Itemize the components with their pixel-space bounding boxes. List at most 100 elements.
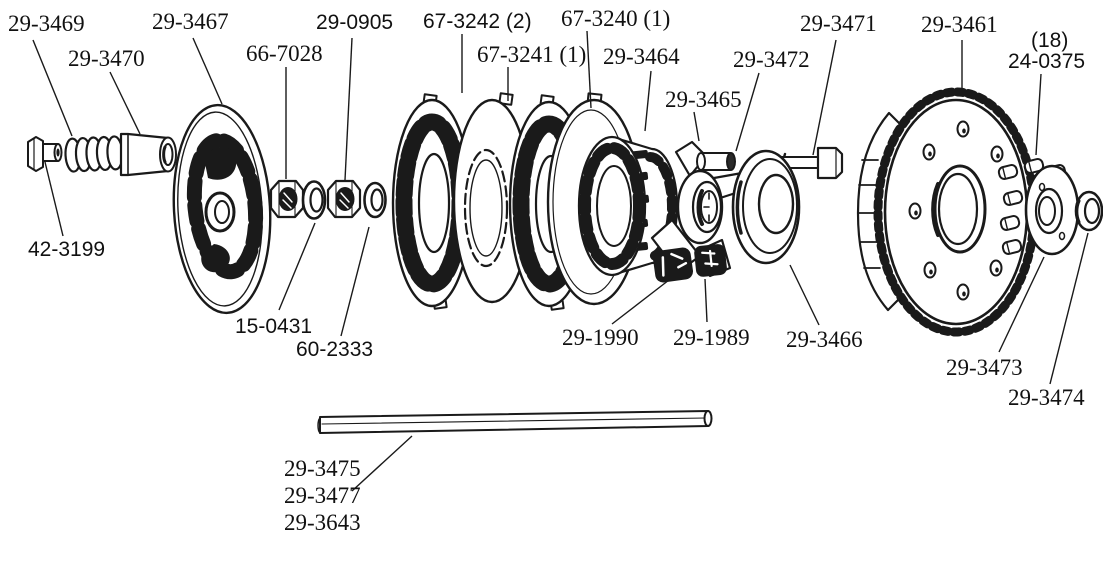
part-label-67-3241: 67-3241 (1) [477,42,586,67]
rubber-drawing-2 [694,244,727,277]
washer-60-2333-drawing [363,181,387,219]
part-label-29-3466: 29-3466 [786,327,863,352]
plate-hole-inner [469,159,503,257]
leader-29-3470 [109,71,141,135]
part-label-29-3467: 29-3467 [152,9,229,34]
nut-29-0905-drawing [326,179,362,219]
part-label-29-3475: 29-3475 [284,456,361,481]
bolt-head [816,146,844,180]
part-label-quantity-18: (18) [1031,29,1068,52]
pin-29-3472-drawing [696,152,736,171]
washer-inner [370,188,384,212]
leader-pushrod [351,435,413,492]
bearing-plate-hole [1038,182,1046,192]
leader-29-3471 [812,39,837,156]
pushrod-center-line [321,417,707,425]
cover-bore [757,173,795,235]
pressure-plate-cam-blob [201,244,230,273]
leader-lines [32,30,1089,492]
pin-left-cap [696,152,706,171]
part-label-29-3471: 29-3471 [800,11,877,36]
hub-center [596,165,632,247]
part-label-67-3242: 67-3242 (2) [423,10,532,33]
nut-thread-highlight [282,192,293,209]
leader-67-3240 [586,30,592,109]
leader-29-1989 [704,278,708,323]
rubber-highlight [701,249,719,267]
pressure-plate-cam-blob [204,146,237,180]
part-label-29-3461: 29-3461 [921,12,998,37]
part-label-29-3474: 29-3474 [1008,385,1085,410]
pin-hex-flange [27,136,44,172]
leader-24-0375 [1035,73,1042,156]
sprocket-bolt-holes [908,120,1004,301]
cover-dish-shade [735,180,743,235]
spider-splines [703,192,710,222]
rubber-highlight [661,252,688,277]
plain-plate-drawing [452,92,532,304]
pin-right-cap [726,152,736,171]
leader-29-3467 [192,37,223,105]
part-label-29-3472: 29-3472 [733,47,810,72]
pushrod-left-cap [317,417,321,434]
ring-shade [1075,199,1081,224]
cup-bore-shade [162,145,167,164]
part-label-29-1989: 29-1989 [673,325,750,350]
part-label-29-3643: 29-3643 [284,510,361,535]
part-label-24-0375: 24-0375 [1008,50,1085,73]
leader-29-3473 [998,256,1045,353]
leader-29-1990 [611,279,670,325]
part-drawings [27,87,1103,434]
plate-center [417,152,451,254]
leader-29-3474 [1049,232,1089,385]
leader-42-3199 [44,161,64,237]
chainwheel-center-inner [937,172,979,246]
part-label-29-3464: 29-3464 [603,44,680,69]
leader-29-3469 [32,39,73,137]
part-label-60-2333: 60-2333 [296,338,373,361]
part-label-29-3470: 29-3470 [68,46,145,71]
nut-thread-highlight [339,192,350,209]
part-label-29-3469: 29-3469 [8,11,85,36]
clutch-hub-drawing [577,135,679,277]
cover-plate-drawing [731,149,801,265]
part-label-29-3477: 29-3477 [284,483,361,508]
nut-bore [278,187,298,211]
pressure-plate-cam-ring [186,132,264,280]
leader-29-3465 [693,111,700,142]
spider-bore-shade [696,189,704,226]
basket-slot-lines [857,159,881,269]
bearing-plate-hole [1058,231,1066,241]
part-label-29-1990: 29-1990 [562,325,639,350]
rollers-drawing [997,158,1067,255]
nut-bore [335,187,355,211]
washer-inner [309,187,324,213]
pressure-plate-center-bore [214,200,230,224]
chainwheel-drawing [873,87,1039,337]
center-hole-shade [931,182,940,237]
part-label-29-0905: 29-0905 [316,11,393,34]
leader-29-3466 [789,264,820,326]
part-label-42-3199: 42-3199 [28,238,105,261]
part-label-29-3465: 29-3465 [665,87,742,112]
washer-15-0431-drawing [301,180,327,220]
pressure-plate-drawing [172,103,272,315]
nut-66-7028-drawing [269,179,305,219]
pushrod-drawing [317,410,713,434]
ring-inner [1083,197,1101,225]
hub-front-castellation [579,142,645,270]
part-label-67-3240: 67-3240 (1) [561,6,670,31]
pushrod-end-cap [703,410,713,427]
part-labels: 29-3469 29-3467 29-0905 67-3242 (2) 67-3… [8,6,1085,535]
rubber-block [652,247,694,283]
bearing-plate-bore [1038,196,1056,226]
leader-29-3464 [644,70,652,132]
rubber-drawing-1 [652,247,694,283]
bearing-plate-drawing [1024,164,1080,256]
adjuster-pin-drawing [27,136,63,172]
spring-cup-drawing [119,132,177,177]
pushrod-body [319,410,709,434]
part-label-15-0431: 15-0431 [235,315,312,338]
leader-15-0431 [278,222,316,311]
